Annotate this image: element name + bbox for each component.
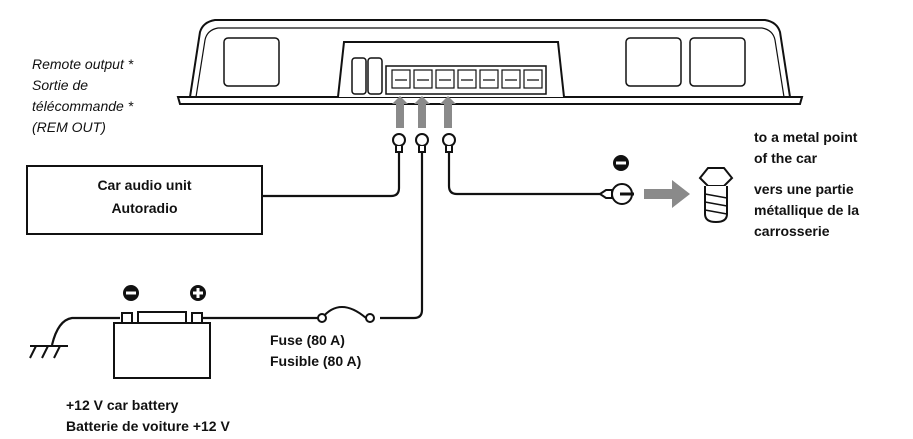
label-metal-point-fr-3: carrosserie — [754, 223, 830, 239]
label-fuse-en: Fuse (80 A) — [270, 332, 345, 348]
wires — [50, 152, 600, 346]
label-battery-fr: Batterie de voiture +12 V — [66, 418, 230, 434]
amplifier-unit — [176, 19, 804, 105]
label-remote-output-abbr: (REM OUT) — [32, 119, 106, 135]
fuse-icon — [317, 306, 375, 323]
arrow-to-bolt — [644, 180, 690, 208]
label-fuse-fr: Fusible (80 A) — [270, 353, 362, 369]
terminal-block — [391, 69, 543, 89]
ground-icon — [29, 345, 68, 359]
label-remote-output-en: Remote output * — [32, 56, 134, 72]
label-metal-point-en-2: of the car — [754, 150, 818, 166]
label-remote-output-fr-2: télécommande * — [32, 98, 134, 114]
car-audio-label-fr: Autoradio — [111, 200, 178, 216]
bolt-icon — [698, 167, 734, 224]
car-audio-label-en: Car audio unit — [97, 177, 192, 193]
label-metal-point-fr-1: vers une partie — [754, 181, 854, 197]
car-audio-unit-box: Car audio unit Autoradio — [26, 165, 263, 235]
battery — [113, 311, 211, 379]
label-remote-output-fr-1: Sortie de — [32, 77, 89, 93]
ground-terminal — [598, 183, 634, 205]
insert-arrows — [392, 96, 456, 128]
plus-circle-icon — [190, 285, 206, 301]
minus-circle-icon — [613, 155, 629, 171]
label-battery-en: +12 V car battery — [66, 397, 179, 413]
ring-terminals — [392, 133, 456, 153]
minus-circle-icon — [123, 285, 139, 301]
label-metal-point-en-1: to a metal point — [754, 129, 858, 145]
label-metal-point-fr-2: métallique de la — [754, 202, 860, 218]
